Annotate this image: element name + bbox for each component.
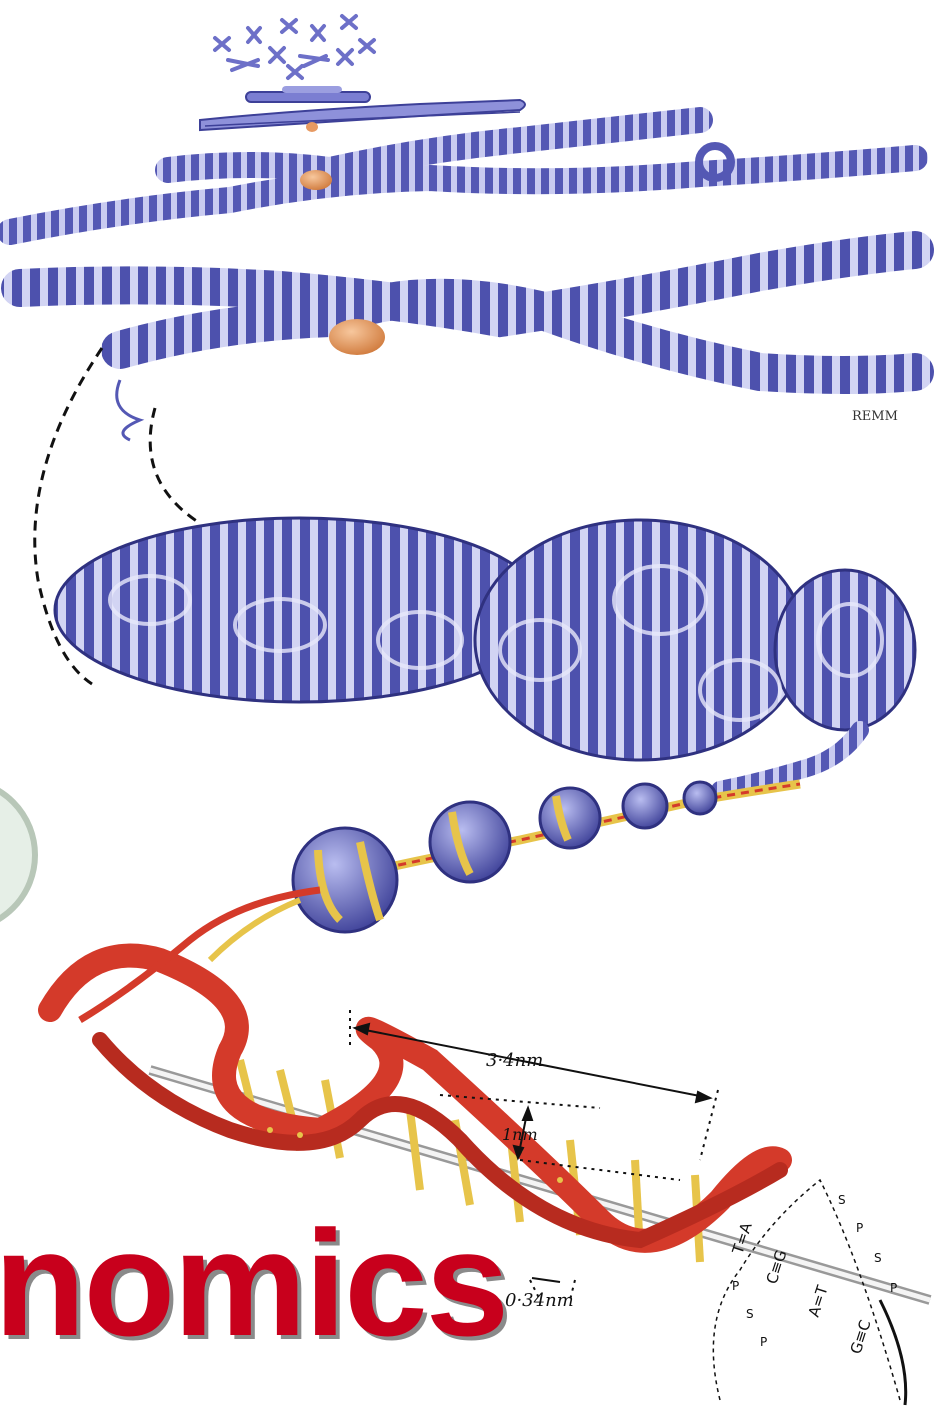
backbone-letter: S xyxy=(746,1307,754,1321)
nucleosome xyxy=(293,782,716,932)
backbone-letter: S xyxy=(874,1251,882,1265)
chromatin-fiber-upper xyxy=(10,120,915,232)
backbone-letter: P xyxy=(856,1221,863,1235)
solenoid-fiber xyxy=(55,518,915,790)
page-title: nomics xyxy=(0,1208,507,1358)
metaphase-chromosomes xyxy=(215,16,374,78)
backbone-letter: S xyxy=(838,1193,846,1207)
artist-signature: REMM xyxy=(852,409,898,424)
base-pair-3: A=T xyxy=(805,1282,832,1319)
width-label: 1nm xyxy=(502,1125,538,1144)
background-circle xyxy=(0,780,35,930)
nucleosome-string xyxy=(293,782,800,932)
backbone-letter: P xyxy=(890,1281,897,1295)
rise-dimension xyxy=(532,1278,560,1282)
backbone-letter: P xyxy=(760,1335,767,1349)
rise-label: 0·34nm xyxy=(505,1290,574,1311)
condensed-chromosome xyxy=(200,86,525,132)
base-pair-4: G≡C xyxy=(847,1318,875,1357)
backbone-letter: P xyxy=(732,1279,739,1293)
pitch-label: 3·4nm xyxy=(486,1050,543,1071)
base-pair-schematic: T=A C≡G A=T G≡C P S P S P S P xyxy=(713,1180,905,1405)
